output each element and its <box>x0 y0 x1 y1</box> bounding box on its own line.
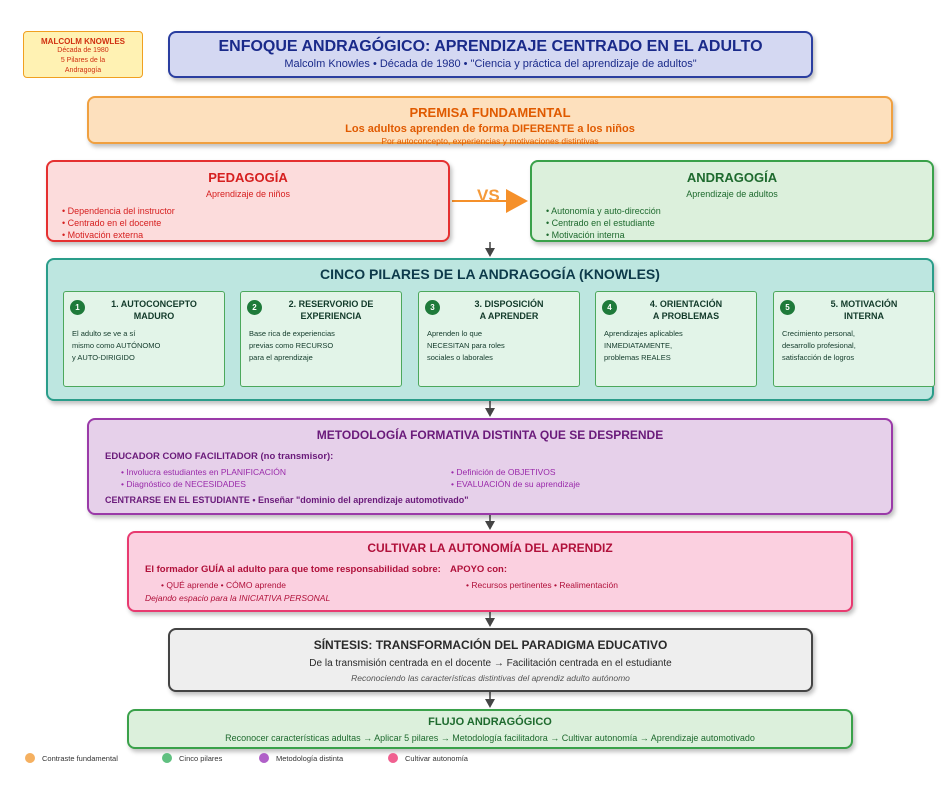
note-line3: 5 Pilares de la <box>60 57 106 64</box>
vs-label: VS <box>477 186 500 205</box>
autonomy-guide-items: • QUÉ aprende • CÓMO aprende <box>161 580 287 590</box>
legend-label: Metodología distinta <box>276 753 344 763</box>
flow-title: FLUJO ANDRAGÓGICO <box>428 716 552 728</box>
autonomy-support-items: • Recursos pertinentes • Realimentación <box>466 580 618 590</box>
list-item: • Autonomía y auto-dirección <box>546 206 661 216</box>
pillars-box: CINCO PILARES DE LA ANDRAGOGÍA (KNOWLES)… <box>46 258 935 401</box>
methodology-title: METODOLOGÍA FORMATIVA DISTINTA QUE SE DE… <box>316 428 664 442</box>
note-line4: Andragogía <box>64 67 102 74</box>
synthesis-line2: Reconociendo las características distint… <box>351 673 630 683</box>
flow-arrow <box>485 401 495 417</box>
page-title: ENFOQUE ANDRAGÓGICO: APRENDIZAJE CENTRAD… <box>218 38 763 55</box>
legend-dot <box>259 753 269 763</box>
flow-box: FLUJO ANDRAGÓGICO Reconocer característi… <box>127 709 853 749</box>
premise-line2: Por autoconcepto, experiencias y motivac… <box>381 136 599 146</box>
legend-item: Contraste fundamental <box>25 753 118 763</box>
note-author: MALCOLM KNOWLES <box>41 37 125 46</box>
flow-arrow <box>485 242 495 257</box>
premise-title: PREMISA FUNDAMENTAL <box>409 105 571 120</box>
legend-item: Cultivar autonomía <box>388 753 468 763</box>
legend-label: Cinco pilares <box>179 753 223 763</box>
legend-dot <box>162 753 172 763</box>
autonomy-box: CULTIVAR LA AUTONOMÍA DEL APRENDIZ El fo… <box>127 531 853 612</box>
note-decade: Década de 1980 <box>57 47 109 54</box>
andragogy-title: ANDRAGOGÍA <box>686 170 778 185</box>
pillar-number: 2 <box>247 300 262 315</box>
list-item: • Motivación interna <box>546 230 625 240</box>
flow-arrow <box>485 612 495 627</box>
pillars-title: CINCO PILARES DE LA ANDRAGOGÍA (KNOWLES) <box>320 266 660 282</box>
list-item: • Motivación externa <box>62 230 144 240</box>
flow-arrow <box>485 692 495 708</box>
list-item: • Centrado en el estudiante <box>546 218 655 228</box>
legend-item: Cinco pilares <box>162 753 222 763</box>
list-item: • Definición de OBJETIVOS <box>451 467 556 477</box>
pedagogy-title: PEDAGOGÍA <box>208 170 288 185</box>
list-item: • Involucra estudiantes en PLANIFICACIÓN <box>121 467 287 477</box>
list-item: • Diagnóstico de NECESIDADES <box>121 479 246 489</box>
author-note: MALCOLM KNOWLES Década de 1980 5 Pilares… <box>23 31 143 78</box>
header-box: ENFOQUE ANDRAGÓGICO: APRENDIZAJE CENTRAD… <box>168 31 813 78</box>
andragogy-subtitle: Aprendizaje de adultos <box>686 189 778 199</box>
flow-line: Reconocer características adultas → Apli… <box>225 733 755 743</box>
autonomy-title: CULTIVAR LA AUTONOMÍA DEL APRENDIZ <box>367 541 613 555</box>
legend-dot <box>388 753 398 763</box>
pillar-number: 3 <box>425 300 440 315</box>
legend-item: Metodología distinta <box>259 753 343 763</box>
list-item: • Centrado en el docente <box>62 218 162 228</box>
synthesis-box: SÍNTESIS: TRANSFORMACIÓN DEL PARADIGMA E… <box>168 628 813 692</box>
flow-arrow <box>485 515 495 530</box>
page-subtitle: Malcolm Knowles • Década de 1980 • "Cien… <box>284 58 697 70</box>
andragogy-list: • Autonomía y auto-dirección • Centrado … <box>546 205 932 241</box>
andragogy-box: ANDRAGOGÍA Aprendizaje de adultos • Auto… <box>530 160 934 242</box>
methodology-focus: CENTRARSE EN EL ESTUDIANTE • Enseñar "do… <box>105 495 469 505</box>
autonomy-guide: El formador GUÍA al adulto para que tome… <box>145 564 441 575</box>
premise-box: PREMISA FUNDAMENTAL Los adultos aprenden… <box>87 96 893 146</box>
synthesis-title: SÍNTESIS: TRANSFORMACIÓN DEL PARADIGMA E… <box>313 638 668 652</box>
legend-label: Cultivar autonomía <box>405 753 468 763</box>
list-item: • EVALUACIÓN de su aprendizaje <box>451 479 580 489</box>
pillar-number: 4 <box>602 300 617 315</box>
pillar-number: 1 <box>70 300 85 315</box>
pedagogy-box: PEDAGOGÍA Aprendizaje de niños • Depende… <box>46 160 450 242</box>
methodology-box: METODOLOGÍA FORMATIVA DISTINTA QUE SE DE… <box>87 418 893 515</box>
pedagogy-list: • Dependencia del instructor • Centrado … <box>62 205 448 241</box>
autonomy-support: APOYO con: <box>450 564 508 575</box>
pillar-number: 5 <box>780 300 795 315</box>
premise-line1: Los adultos aprenden de forma DIFERENTE … <box>345 123 635 135</box>
pillar-description: Crecimiento personal,desarrollo profesio… <box>782 329 856 362</box>
legend-dot <box>25 753 35 763</box>
legend-label: Contraste fundamental <box>42 753 118 763</box>
pedagogy-subtitle: Aprendizaje de niños <box>205 189 291 199</box>
list-item: • Dependencia del instructor <box>62 206 175 216</box>
methodology-role: EDUCADOR COMO FACILITADOR (no transmisor… <box>105 451 334 462</box>
autonomy-initiative: Dejando espacio para la INICIATIVA PERSO… <box>145 593 331 603</box>
synthesis-line1: De la transmisión centrada en el docente… <box>309 658 672 669</box>
